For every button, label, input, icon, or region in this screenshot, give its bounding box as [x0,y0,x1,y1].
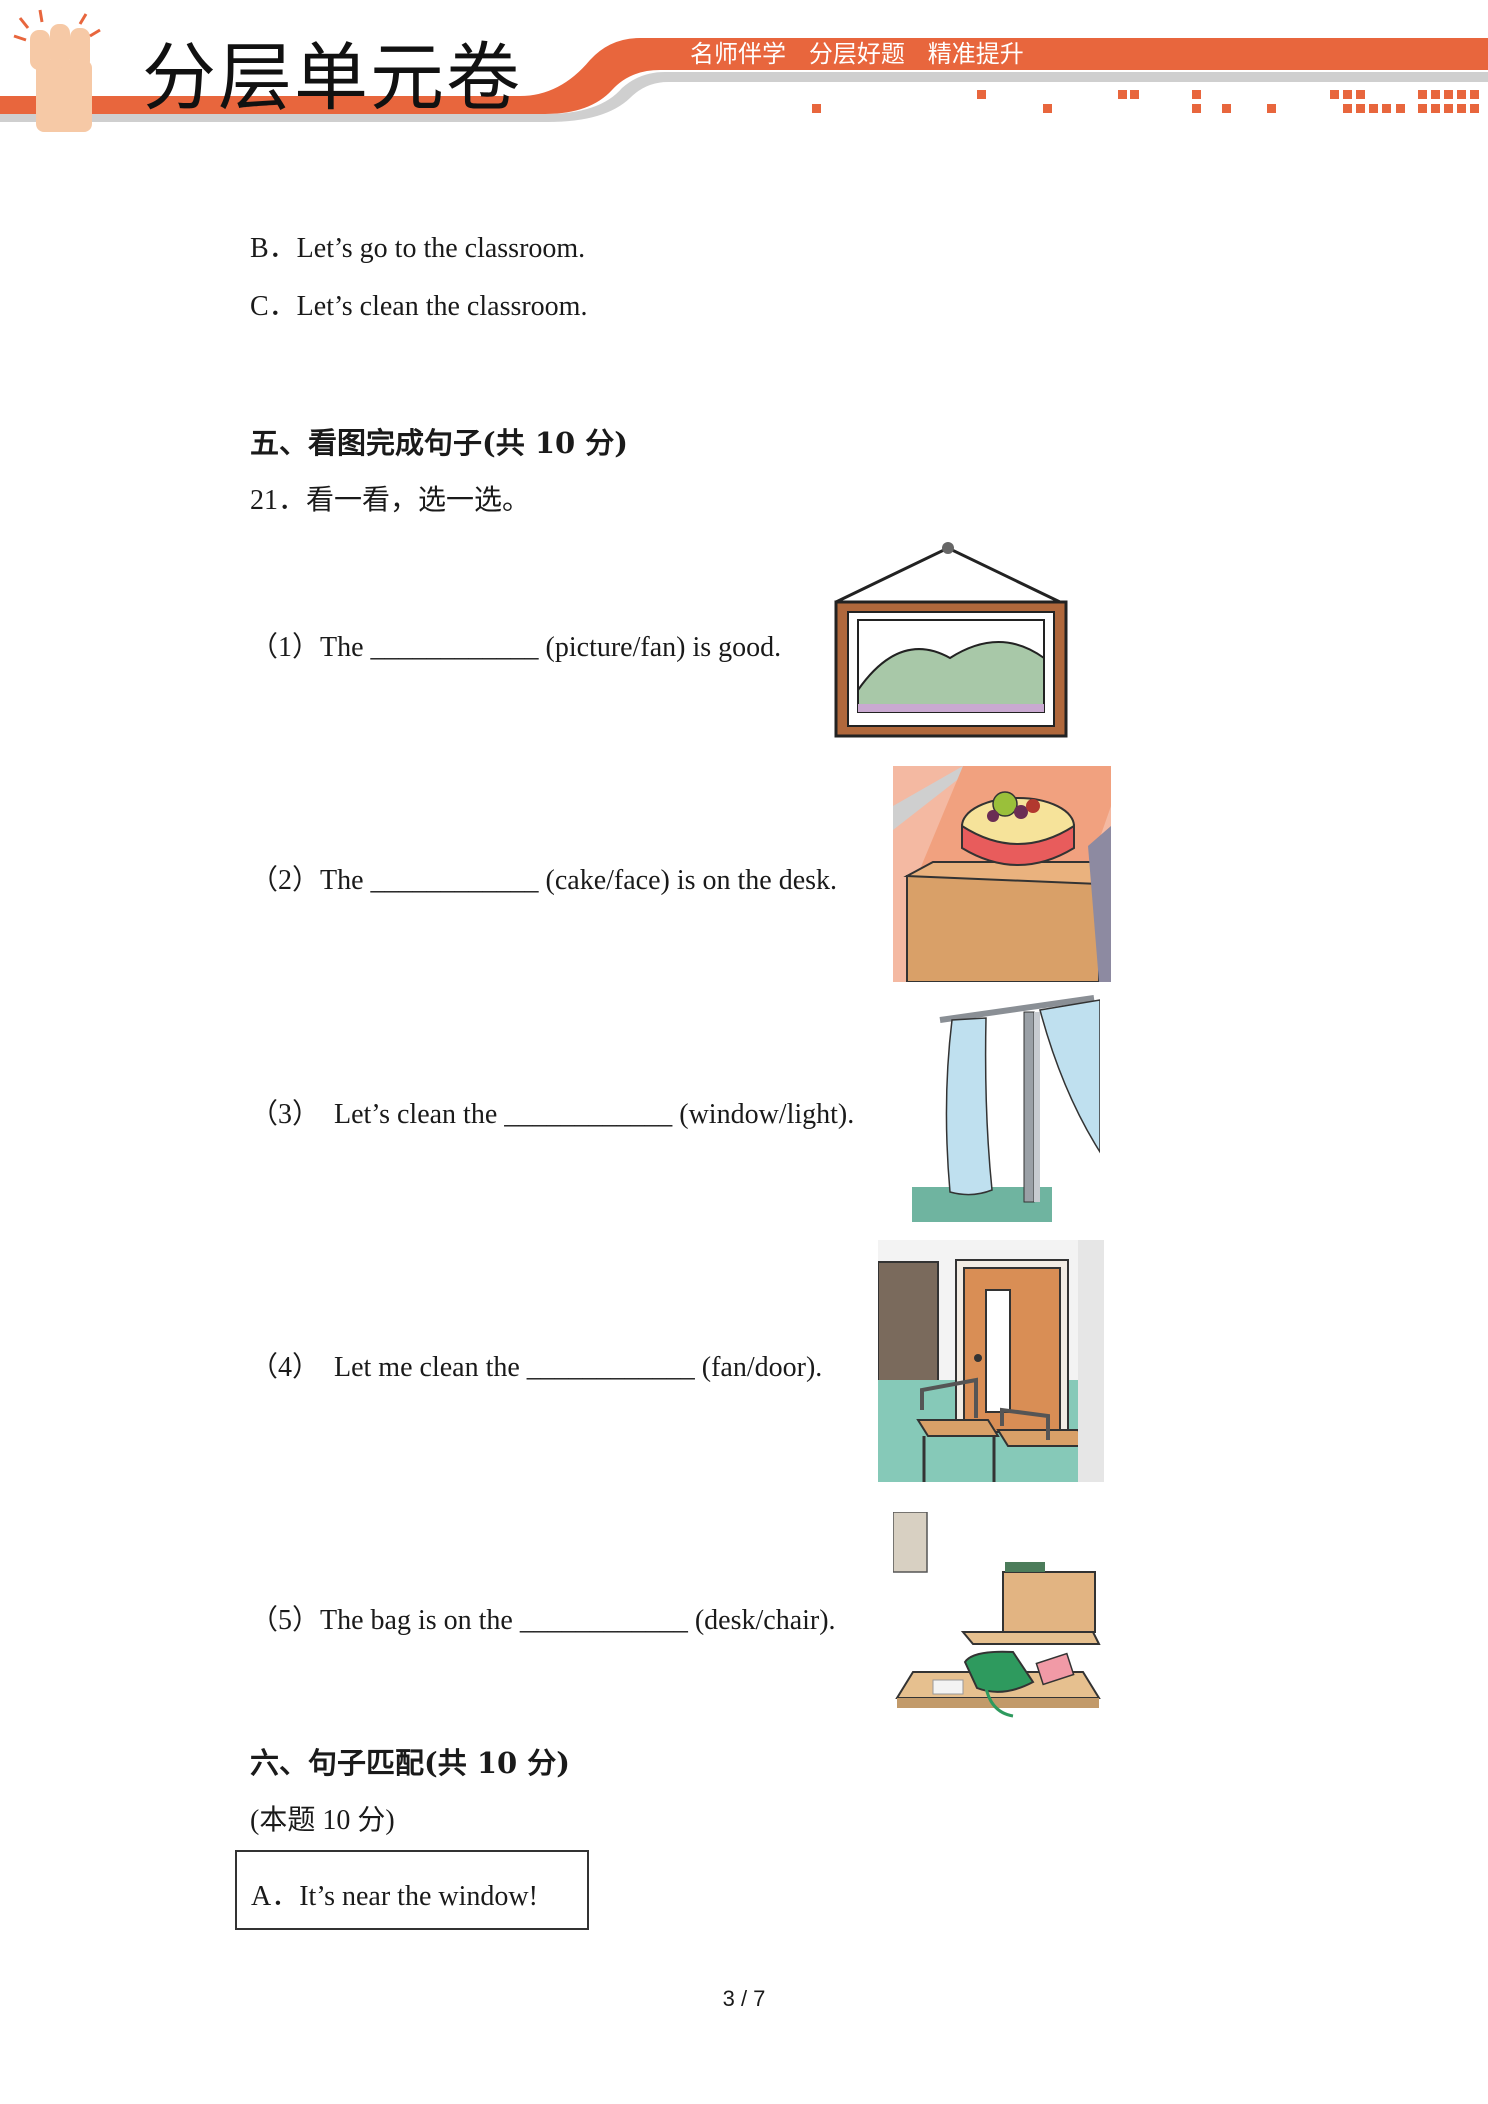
item-4-text: （4） Let me clean the ____________ (fan/d… [250,1352,823,1383]
section-6-heading: 六、句子匹配(共 10 分) [250,1746,570,1780]
section-6-note: (本题 10 分) [250,1805,395,1836]
bag-on-desk-image [893,1512,1103,1720]
match-option-a-box: A．It’s near the window! [235,1850,589,1930]
match-option-a: A．It’s near the window! [251,1881,538,1912]
header-graphic [0,9,1488,132]
item-2-text: （2）The ____________ (cake/face) is on th… [250,865,838,896]
option-c: C．Let’s clean the classroom. [250,291,588,322]
item-3-text: （3） Let’s clean the ____________ (window… [250,1099,855,1130]
decor-squares [812,90,1479,113]
section-5-heading: 五、看图完成句子(共 10 分) [250,426,628,460]
item-5-text: （5）The bag is on the ____________ (desk/… [250,1605,836,1636]
page-number: 3 / 7 [722,1986,766,2011]
item-1-text: （1）The ____________ (picture/fan) is goo… [250,632,782,663]
question-21: 21．看一看，选一选。 [250,485,531,516]
header [0,0,1488,140]
fist-icon [13,9,101,132]
window-curtain-image [912,992,1100,1222]
brand-slogan: 名师伴学 分层好题 精准提升 [690,40,1024,68]
door-classroom-image [878,1240,1104,1482]
cake-on-desk-image [893,766,1111,982]
brand-title: 分层单元卷 [142,35,522,121]
option-b: B．Let’s go to the classroom. [250,233,586,264]
picture-frame-image [834,542,1068,738]
